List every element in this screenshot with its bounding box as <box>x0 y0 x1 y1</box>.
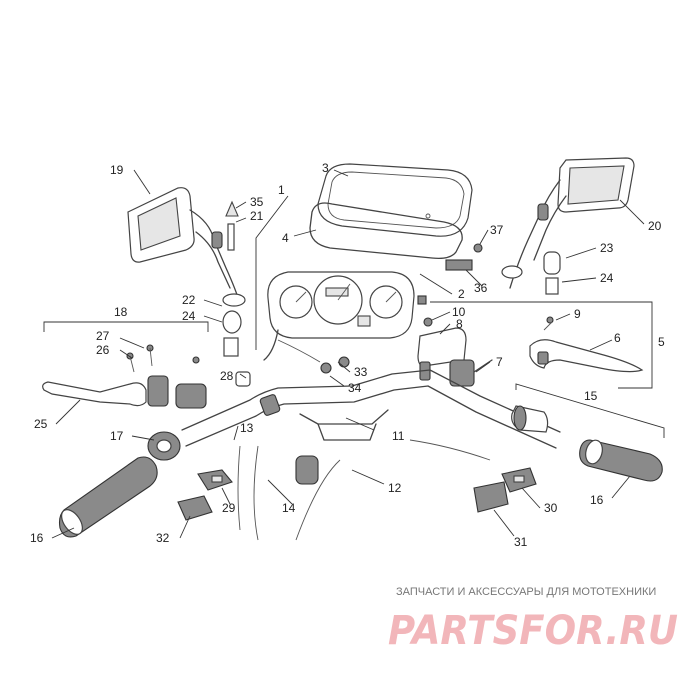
throttle-housing <box>511 405 549 433</box>
callout-1: 1 <box>278 183 285 197</box>
callout-29: 29 <box>222 501 236 515</box>
left-switch-housing <box>147 431 181 461</box>
callout-5: 5 <box>658 335 665 349</box>
callout-37: 37 <box>490 223 504 237</box>
callout-32: 32 <box>156 531 170 545</box>
group-brackets <box>43 195 665 438</box>
callout-22: 22 <box>182 293 196 307</box>
callout-3: 3 <box>322 161 329 175</box>
front-brake-master-cylinder <box>417 327 493 387</box>
switch-32 <box>177 495 213 521</box>
left-lever <box>42 375 207 409</box>
right-mirror <box>501 157 635 289</box>
callout-36: 36 <box>474 281 488 295</box>
callout-18: 18 <box>114 305 128 319</box>
left-mirror <box>127 187 246 307</box>
watermark-logo: PARTSFOR.RU <box>388 608 678 654</box>
callout-8: 8 <box>456 317 463 331</box>
callout-11: 11 <box>392 429 405 443</box>
fasteners <box>126 200 561 387</box>
leader-lines <box>51 169 645 539</box>
callout-6: 6 <box>614 331 621 345</box>
callout-12: 12 <box>388 481 402 495</box>
callout-27: 27 <box>96 329 110 343</box>
callout-16-right: 16 <box>590 493 604 507</box>
watermark-tagline: ЗАПЧАСТИ И АКСЕССУАРЫ ДЛЯ МОТОТЕХНИКИ <box>396 586 657 598</box>
callout-10: 10 <box>452 305 466 319</box>
callout-13: 13 <box>240 421 254 435</box>
callout-28: 28 <box>220 369 234 383</box>
callout-20: 20 <box>648 219 662 233</box>
callout-21: 21 <box>250 209 264 223</box>
instrument-cover <box>309 163 473 260</box>
callout-31: 31 <box>514 535 528 549</box>
callout-17: 17 <box>110 429 124 443</box>
callout-labels: 1 2 3 4 5 6 7 8 9 10 11 12 13 14 15 16 1… <box>30 161 665 549</box>
callout-7: 7 <box>496 355 503 369</box>
callout-30: 30 <box>544 501 558 515</box>
callout-24-right: 24 <box>600 271 614 285</box>
callout-14: 14 <box>282 501 296 515</box>
callout-33: 33 <box>354 365 368 379</box>
callout-25: 25 <box>34 417 48 431</box>
callout-34: 34 <box>348 381 362 395</box>
callout-24-left: 24 <box>182 309 196 323</box>
handlebar <box>181 369 561 449</box>
callout-23: 23 <box>600 241 614 255</box>
switch-29 <box>197 469 233 491</box>
right-grip <box>579 439 663 482</box>
callout-16-left: 16 <box>30 531 44 545</box>
left-grip <box>58 456 158 538</box>
callout-15: 15 <box>584 389 598 403</box>
callout-19: 19 <box>110 163 124 177</box>
cables <box>237 339 491 541</box>
instrument-cluster <box>263 271 415 361</box>
watermark-logo-text: PARTSFOR.RU <box>388 608 678 654</box>
callout-4: 4 <box>282 231 289 245</box>
switch-31 <box>473 481 509 513</box>
callout-9: 9 <box>574 307 581 321</box>
switch-30 <box>501 467 537 493</box>
callout-35: 35 <box>250 195 264 209</box>
callout-2: 2 <box>458 287 465 301</box>
callout-26: 26 <box>96 343 110 357</box>
right-brake-lever <box>529 339 644 373</box>
